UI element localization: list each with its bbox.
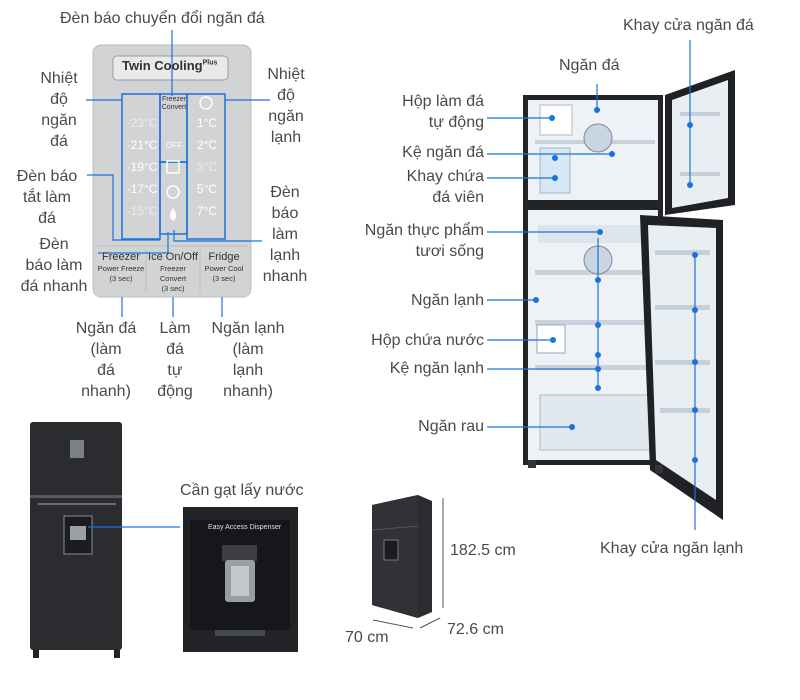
- fridge-temp: 7°C: [196, 204, 218, 218]
- label-fridge-door-tray: Khay cửa ngăn lạnh: [600, 540, 744, 557]
- label-convert-light: Đèn báo chuyển đổi ngăn đá: [60, 10, 265, 27]
- label-depth: 70 cm: [345, 629, 389, 646]
- closed-fridge: [30, 422, 122, 658]
- dispenser-closeup: [183, 507, 298, 652]
- label-freezer-shelf: Kệ ngăn đá: [402, 144, 484, 161]
- fridge-temp: 3°C: [196, 160, 218, 174]
- label-height: 182.5 cm: [450, 542, 516, 559]
- fridge-cool-icon: [199, 96, 213, 110]
- dispenser-text: Easy Access Dispenser: [208, 524, 282, 531]
- fridge-temp: 2°C: [196, 138, 218, 152]
- freezer-temp: -15°C: [126, 204, 158, 218]
- panel-leaders: [86, 30, 270, 317]
- dimension-fridge: [371, 495, 432, 618]
- label-water-lever: Cần gạt lấy nước: [180, 482, 304, 499]
- label-freezer: Ngăn đá: [559, 57, 620, 74]
- open-fridge: [523, 70, 735, 520]
- dimension-lines: [372, 498, 444, 629]
- freezer-temp: -19°C: [126, 160, 158, 174]
- freezer-temp: -21°C: [126, 138, 158, 152]
- freezer-temp-list: -23°C -21°C -19°C -17°C -15°C: [126, 112, 158, 222]
- label-width: 72.6 cm: [447, 621, 504, 638]
- label-water-box: Hộp chứa nước: [371, 332, 484, 349]
- fridge-temp: 1°C: [196, 116, 218, 130]
- fridge-button[interactable]: Fridge Power Cool (3 sec): [204, 251, 244, 283]
- label-veg-drawer: Ngăn rau: [418, 418, 484, 435]
- fast-ice-icon: [166, 185, 180, 199]
- water-drop-icon: [170, 208, 176, 221]
- panel-brand: Twin CoolingPlus: [122, 58, 218, 73]
- label-freezer-door-tray: Khay cửa ngăn đá: [623, 17, 754, 34]
- fridge-leader-dots: [533, 107, 698, 463]
- off-indicator: OFF: [166, 141, 182, 150]
- fridge-leaders: [487, 40, 696, 530]
- ice-onoff-button[interactable]: Ice On/Off Freezer Convert (3 sec): [148, 251, 198, 293]
- label-fridge-shelf: Kệ ngăn lạnh: [389, 360, 484, 377]
- fridge-temp: 5°C: [196, 182, 218, 196]
- ice-off-icon: [166, 160, 180, 174]
- fridge-temp-list: 1°C 2°C 3°C 5°C 7°C: [192, 112, 222, 222]
- label-fridge: Ngăn lạnh: [411, 292, 484, 309]
- freezer-temp: -17°C: [126, 182, 158, 196]
- freezer-temp: -23°C: [126, 116, 158, 130]
- freezer-button[interactable]: Freezer Power Freeze (3 sec): [97, 251, 145, 283]
